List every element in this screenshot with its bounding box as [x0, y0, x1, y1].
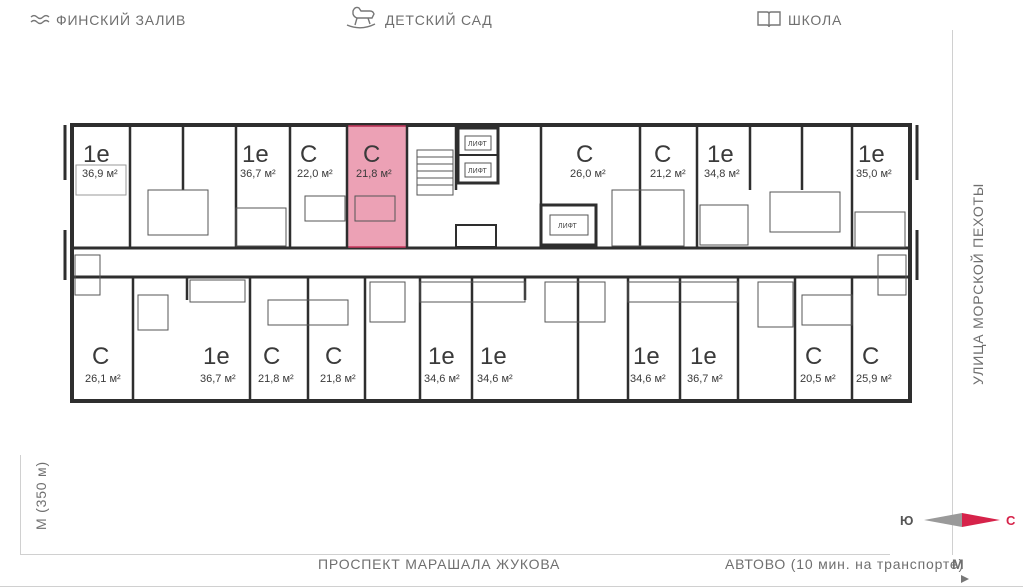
apt-area: 26,0 м²	[570, 168, 606, 180]
apt-area: 21,8 м²	[356, 168, 392, 180]
apt-type: С	[862, 343, 879, 370]
apt-type: С	[805, 343, 822, 370]
apt-type: С	[92, 343, 109, 370]
apt-area: 34,8 м²	[704, 168, 740, 180]
apt-area: 35,0 м²	[856, 168, 892, 180]
compass-north: С	[1006, 513, 1016, 528]
apt-area: 20,5 м²	[800, 373, 836, 385]
apt-type: 1е	[83, 141, 110, 168]
metro-symbol: М	[952, 556, 965, 572]
side-notches	[63, 125, 919, 280]
apt-type: С	[654, 141, 671, 168]
corridor-walls	[72, 246, 910, 279]
apt-type: 1е	[633, 343, 660, 370]
apt-area: 25,9 м²	[856, 373, 892, 385]
apt-area: 22,0 м²	[297, 168, 333, 180]
apt-area: 21,8 м²	[320, 373, 356, 385]
apt-type: 1е	[203, 343, 230, 370]
apt-type: 1е	[242, 141, 269, 168]
apt-type: 1е	[690, 343, 717, 370]
apt-type: С	[363, 141, 380, 168]
street-line-right	[952, 30, 953, 555]
apt-type: С	[263, 343, 280, 370]
apt-area: 34,6 м²	[424, 373, 460, 385]
waves-icon	[30, 14, 50, 25]
apt-area: 34,6 м²	[477, 373, 513, 385]
apt-type: 1е	[707, 141, 734, 168]
school-label: ШКОЛА	[788, 12, 843, 28]
stairwell	[416, 149, 497, 248]
apt-type: 1е	[858, 141, 885, 168]
book-icon	[757, 11, 781, 28]
apt-type: С	[300, 141, 317, 168]
rocking-horse-icon	[346, 6, 376, 29]
apt-area: 21,8 м²	[258, 373, 294, 385]
bottom-partitions	[131, 277, 854, 401]
apt-area: 34,6 м²	[630, 373, 666, 385]
apt-type: 1е	[480, 343, 507, 370]
apt-type: С	[325, 343, 342, 370]
gulf-label: ФИНСКИЙ ЗАЛИВ	[56, 12, 187, 28]
lifts: ЛИФТ ЛИФТ ЛИФТ	[456, 126, 598, 247]
bathroom-blocks	[74, 164, 907, 331]
apt-area: 36,7 м²	[687, 373, 723, 385]
apt-area: 21,2 м²	[650, 168, 686, 180]
building-shell	[70, 123, 912, 403]
street-line-left-h	[20, 554, 890, 555]
apt-area: 26,1 м²	[85, 373, 121, 385]
avenue-label: ПРОСПЕКТ МАРАШАЛА ЖУКОВА	[318, 556, 561, 572]
compass-arrow-icon	[924, 513, 1000, 527]
kindergarten-label: ДЕТСКИЙ САД	[385, 12, 493, 28]
compass-south: Ю	[900, 513, 914, 528]
apt-type: 1е	[428, 343, 455, 370]
selected-apartment[interactable]	[346, 125, 408, 248]
avtovo-label: АВТОВО (10 мин. на транспорте)	[725, 556, 964, 572]
street-line-left	[20, 455, 21, 555]
apt-area: 36,7 м²	[200, 373, 236, 385]
avenue-line	[0, 586, 1023, 587]
lift-label-1: ЛИФТ	[468, 141, 488, 148]
lift-label-3: ЛИФТ	[558, 223, 578, 230]
apartment-labels: 1е 36,9 м² 1е 36,7 м² С 22,0 м² С 21,8 м…	[82, 141, 892, 385]
apt-area: 36,7 м²	[240, 168, 276, 180]
apt-type: С	[576, 141, 593, 168]
lift-label-2: ЛИФТ	[468, 168, 488, 175]
apt-area: 36,9 м²	[82, 168, 118, 180]
metro-arrow-icon	[961, 575, 969, 583]
